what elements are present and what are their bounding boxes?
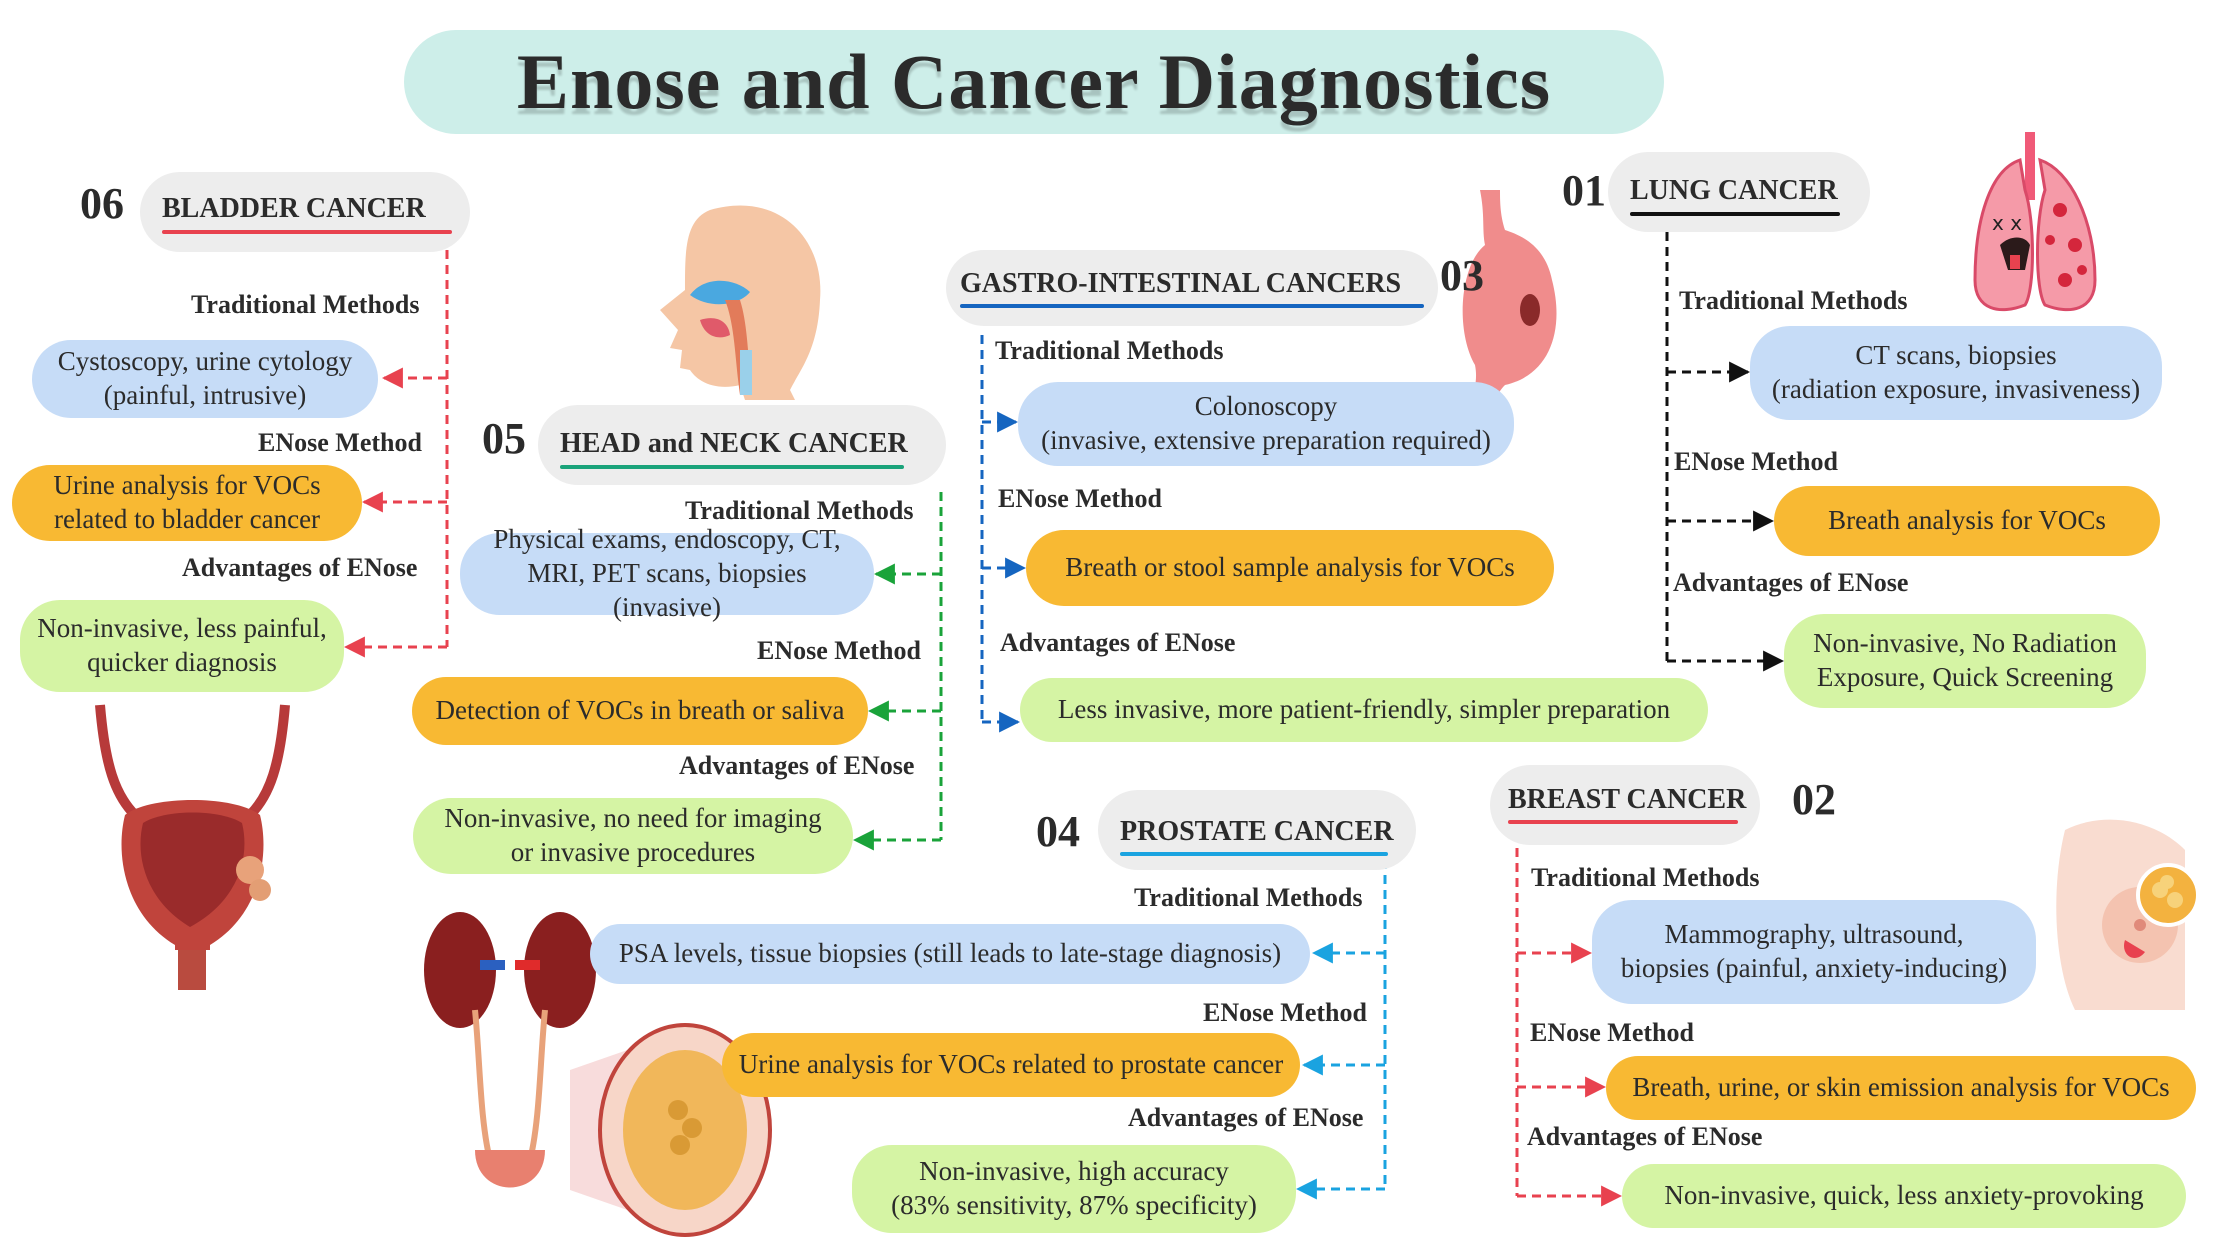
prostate-number: 04 (1036, 807, 1080, 856)
gastro-advantages-label: Advantages of ENose (1000, 628, 1236, 657)
prostate-advantages-box: Non-invasive, high accuracy (83% sensiti… (852, 1145, 1296, 1233)
lung-traditional-box: CT scans, biopsies (radiation exposure, … (1750, 326, 2162, 420)
prostate-enose-box: Urine analysis for VOCs related to prost… (722, 1033, 1300, 1097)
gastro-underline (960, 304, 1424, 308)
bladder-traditional-label: Traditional Methods (191, 290, 420, 319)
lung-header-pill (1608, 152, 1870, 232)
breast-icon (2056, 819, 2200, 1010)
prostate-title: PROSTATE CANCER (1120, 816, 1394, 847)
bladder-traditional-box: Cystoscopy, urine cytology (painful, int… (32, 340, 378, 418)
lung-traditional-label: Traditional Methods (1679, 286, 1908, 315)
head-neck-header-pill (538, 405, 946, 485)
breast-underline (1508, 820, 1738, 824)
gastro-connectors (980, 335, 1027, 733)
bladder-enose-box: Urine analysis for VOCs related to bladd… (12, 465, 362, 541)
head-neck-traditional-label: Traditional Methods (685, 496, 914, 525)
stomach-icon (1462, 190, 1557, 435)
prostate-traditional-label: Traditional Methods (1134, 883, 1363, 912)
breast-traditional-label: Traditional Methods (1531, 863, 1760, 892)
prostate-connectors (1295, 860, 1387, 1200)
prostate-header-pill (1098, 790, 1416, 870)
breast-number: 02 (1792, 775, 1836, 824)
lung-advantages-label: Advantages of ENose (1673, 568, 1909, 597)
bladder-connectors (343, 250, 449, 658)
bladder-header-pill (140, 172, 470, 252)
page-title: Enose and Cancer Diagnostics (516, 38, 1552, 125)
lung-enose-box: Breath analysis for VOCs (1774, 486, 2160, 556)
gastro-traditional-label: Traditional Methods (995, 336, 1224, 365)
svg-text:x x: x x (1992, 211, 2022, 235)
head-neck-advantages-box: Non-invasive, no need for imaging or inv… (413, 798, 853, 874)
bladder-advantages-label: Advantages of ENose (182, 553, 418, 582)
bladder-icon (95, 704, 290, 990)
lung-title: LUNG CANCER (1630, 175, 1838, 206)
head-profile-icon (660, 205, 821, 400)
prostate-underline (1120, 852, 1388, 856)
gastro-header-pill (946, 250, 1438, 326)
bladder-number: 06 (80, 179, 124, 228)
prostate-advantages-label: Advantages of ENose (1128, 1103, 1364, 1132)
lung-underline (1630, 212, 1840, 216)
lungs-icon: x x (1973, 132, 2097, 312)
breast-header-pill (1490, 765, 1760, 845)
lung-connectors (1665, 232, 1785, 672)
breast-traditional-box: Mammography, ultrasound, biopsies (painf… (1592, 900, 2036, 1004)
prostate-enose-label: ENose Method (1203, 998, 1367, 1027)
head-neck-enose-box: Detection of VOCs in breath or saliva (412, 677, 868, 745)
bladder-underline (162, 230, 452, 234)
head-neck-enose-label: ENose Method (757, 636, 921, 665)
breast-connectors (1515, 833, 1623, 1207)
lung-number: 01 (1562, 166, 1606, 215)
prostate-traditional-box: PSA levels, tissue biopsies (still leads… (590, 924, 1310, 984)
lung-advantages-box: Non-invasive, No Radiation Exposure, Qui… (1784, 614, 2146, 708)
gastro-title: GASTRO-INTESTINAL CANCERS (960, 268, 1402, 299)
bladder-enose-label: ENose Method (258, 428, 422, 457)
breast-title: BREAST CANCER (1508, 784, 1747, 815)
head-neck-title: HEAD and NECK CANCER (560, 428, 908, 459)
gastro-traditional-box: Colonoscopy (invasive, extensive prepara… (1018, 382, 1514, 466)
title-banner: Enose and Cancer Diagnostics (404, 30, 1664, 134)
head-neck-underline (560, 465, 904, 469)
breast-advantages-label: Advantages of ENose (1527, 1122, 1763, 1151)
head-neck-connectors (852, 492, 943, 851)
head-neck-number: 05 (482, 414, 526, 463)
bladder-title: BLADDER CANCER (162, 193, 426, 224)
breast-enose-label: ENose Method (1530, 1018, 1694, 1047)
gastro-number: 03 (1440, 251, 1484, 300)
breast-enose-box: Breath, urine, or skin emission analysis… (1606, 1056, 2196, 1120)
gastro-enose-label: ENose Method (998, 484, 1162, 513)
bladder-advantages-box: Non-invasive, less painful, quicker diag… (20, 600, 344, 692)
gastro-advantages-box: Less invasive, more patient-friendly, si… (1020, 678, 1708, 742)
head-neck-advantages-label: Advantages of ENose (679, 751, 915, 780)
gastro-enose-box: Breath or stool sample analysis for VOCs (1026, 530, 1554, 606)
breast-advantages-box: Non-invasive, quick, less anxiety-provok… (1622, 1164, 2186, 1228)
head-neck-traditional-box: Physical exams, endoscopy, CT, MRI, PET … (460, 524, 874, 622)
lung-enose-label: ENose Method (1674, 447, 1838, 476)
